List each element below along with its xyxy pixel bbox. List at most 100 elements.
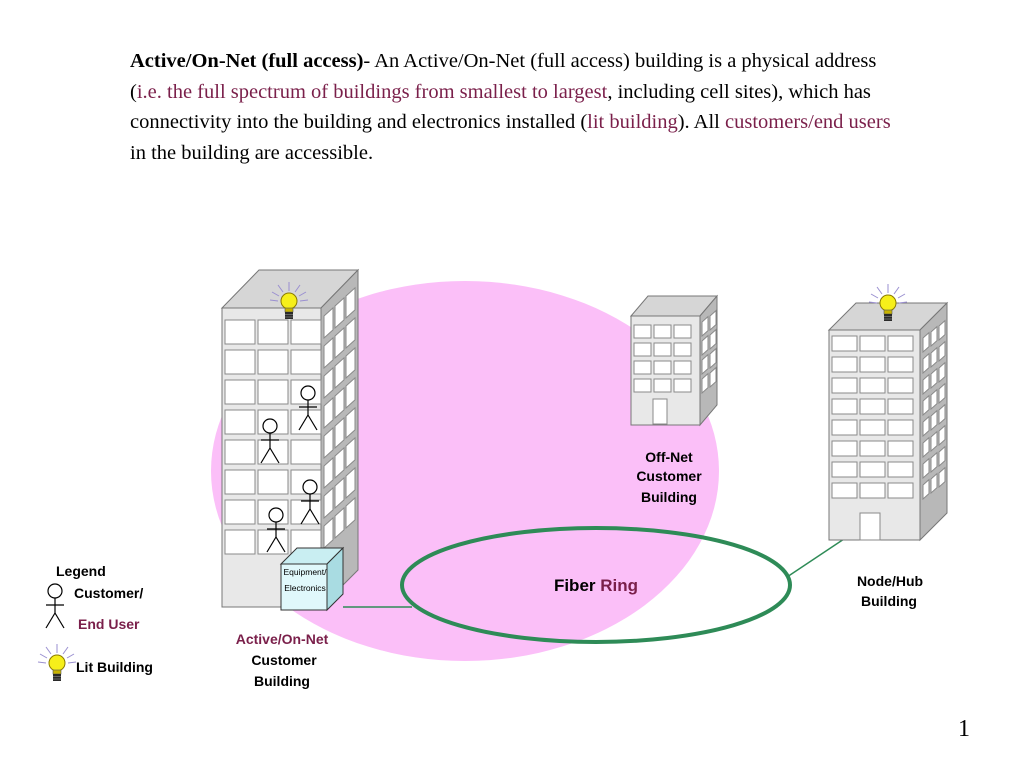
building-window bbox=[922, 352, 930, 375]
building-window bbox=[831, 461, 858, 478]
building-window bbox=[922, 457, 930, 480]
building-window bbox=[345, 406, 356, 440]
building-window bbox=[257, 349, 289, 375]
building-window bbox=[323, 516, 334, 550]
building-window bbox=[673, 342, 692, 357]
building-window bbox=[859, 461, 886, 478]
paragraph-text-2: , including cell sites), which has conne… bbox=[130, 80, 871, 134]
offnet-label-line3: Building bbox=[641, 489, 697, 505]
building-window bbox=[922, 331, 930, 354]
paragraph-text-3: ). All bbox=[677, 111, 725, 133]
building-window bbox=[224, 529, 256, 555]
building-window bbox=[938, 403, 946, 426]
building-window bbox=[257, 469, 289, 495]
building-window bbox=[887, 398, 914, 415]
building-window bbox=[224, 349, 256, 375]
building-window bbox=[930, 346, 938, 369]
building-window bbox=[345, 496, 356, 530]
building-window bbox=[831, 419, 858, 436]
building-door bbox=[652, 398, 668, 425]
building-window bbox=[334, 506, 345, 540]
building-window bbox=[859, 440, 886, 457]
building-window bbox=[709, 328, 717, 351]
legend: Legend Customer/ End User Lit Building bbox=[37, 563, 153, 682]
building-window bbox=[922, 394, 930, 417]
building-window bbox=[709, 347, 717, 370]
building-window bbox=[701, 315, 709, 338]
building-window bbox=[930, 367, 938, 390]
building-window bbox=[345, 376, 356, 410]
fiber-ring bbox=[400, 526, 792, 644]
building-window bbox=[938, 361, 946, 384]
building-window bbox=[323, 396, 334, 430]
building-window bbox=[345, 346, 356, 380]
building-window bbox=[930, 472, 938, 495]
building-window bbox=[938, 319, 946, 342]
building-window bbox=[859, 335, 886, 352]
building-window bbox=[938, 466, 946, 489]
building-window bbox=[334, 356, 345, 390]
building-window bbox=[323, 306, 334, 340]
equipment-label-line1: Equipment/ bbox=[284, 567, 328, 577]
page-number: 1 bbox=[958, 716, 970, 742]
building-window bbox=[938, 382, 946, 405]
building-window bbox=[831, 335, 858, 352]
building-window bbox=[224, 499, 256, 525]
legend-lit-building-label: Lit Building bbox=[76, 659, 153, 675]
building-window bbox=[257, 499, 289, 525]
building-window bbox=[922, 373, 930, 396]
building-window bbox=[633, 342, 652, 357]
building-window bbox=[633, 324, 652, 339]
building-window bbox=[709, 366, 717, 389]
building-door bbox=[859, 512, 881, 541]
building-window bbox=[922, 415, 930, 438]
building-window bbox=[653, 342, 672, 357]
building-window bbox=[257, 319, 289, 345]
building-window bbox=[930, 409, 938, 432]
building-window bbox=[887, 335, 914, 352]
building-window bbox=[930, 325, 938, 348]
building-window bbox=[224, 409, 256, 435]
building-window bbox=[930, 451, 938, 474]
building-window bbox=[831, 440, 858, 457]
building-window bbox=[701, 353, 709, 376]
building-window bbox=[653, 378, 672, 393]
building-window bbox=[922, 436, 930, 459]
equipment-box: Equipment/ Electronics bbox=[279, 546, 345, 612]
building-window bbox=[290, 349, 322, 375]
building-window bbox=[334, 446, 345, 480]
building-window bbox=[257, 379, 289, 405]
ring-connector-right bbox=[786, 536, 848, 578]
term-active-on-net: Active/On-Net (full access) bbox=[130, 50, 364, 72]
building-window bbox=[859, 398, 886, 415]
building-window bbox=[831, 398, 858, 415]
paragraph-text-4: in the building are accessible. bbox=[130, 141, 374, 164]
active-label-line1: Active/On-Net bbox=[236, 631, 329, 647]
active-on-net-building bbox=[220, 268, 360, 609]
building-window bbox=[709, 309, 717, 332]
building-window bbox=[345, 466, 356, 500]
building-window bbox=[257, 409, 289, 435]
building-window bbox=[323, 426, 334, 460]
building-window bbox=[887, 440, 914, 457]
building-window bbox=[831, 377, 858, 394]
building-window bbox=[859, 419, 886, 436]
building-window bbox=[290, 319, 322, 345]
building-window bbox=[887, 419, 914, 436]
building-window bbox=[831, 482, 858, 499]
building-window bbox=[701, 334, 709, 357]
highlight-full-spectrum: i.e. the full spectrum of buildings from… bbox=[136, 80, 608, 103]
definition-paragraph: Active/On-Net (full access)- An Active/O… bbox=[130, 46, 905, 168]
highlight-customers: customers/end users bbox=[725, 111, 891, 133]
building-window bbox=[290, 439, 322, 465]
highlight-lit-building: lit building bbox=[587, 111, 678, 133]
building-window bbox=[345, 436, 356, 470]
building-window bbox=[345, 286, 356, 320]
node-label-line1: Node/Hub bbox=[857, 573, 923, 589]
building-window bbox=[633, 360, 652, 375]
building-window bbox=[887, 356, 914, 373]
building-window bbox=[334, 296, 345, 330]
building-window bbox=[290, 379, 322, 405]
building-window bbox=[653, 324, 672, 339]
